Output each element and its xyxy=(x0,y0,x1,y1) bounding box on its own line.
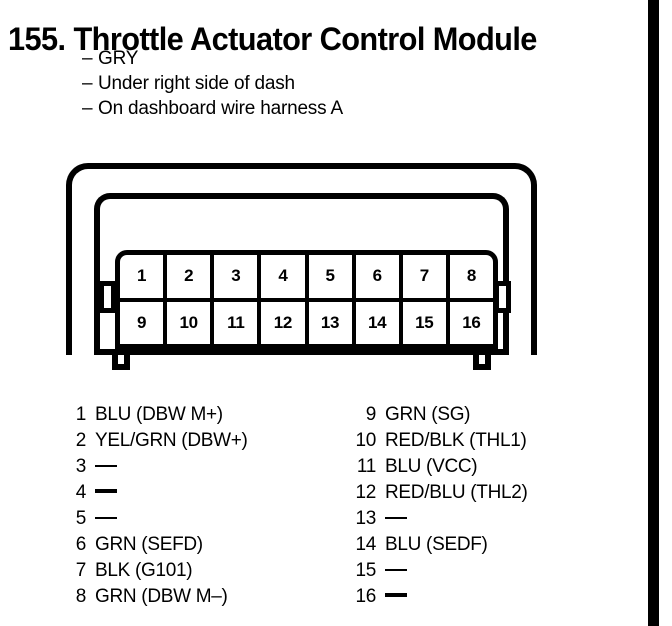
pin-cell-5: 5 xyxy=(309,255,356,298)
pin-number: 12 xyxy=(355,482,376,503)
pin-number: 1 xyxy=(75,404,87,425)
pin-cell-16: 16 xyxy=(462,312,481,332)
connector-notch-left xyxy=(112,349,130,370)
description-bullet: –Under right side of dash xyxy=(82,71,522,96)
pin-description: BLU (VCC) xyxy=(385,456,478,477)
pin-assignment-column-left: 1 BLU (DBW M+) 2 YEL/GRN (DBW+) 3 4 5 6 GRN (SEF… xyxy=(62,402,352,610)
connector-latch-tab-right xyxy=(494,281,511,313)
pin-cell-2: 2 xyxy=(167,255,215,298)
pin-cell-10: 10 xyxy=(167,301,215,344)
pin-description xyxy=(95,465,117,467)
description-bullet-text: Under right side of dash xyxy=(98,73,295,94)
pin-description: RED/BLK (THL1) xyxy=(385,430,527,451)
pin-description xyxy=(95,517,117,519)
connector-outer-shell xyxy=(66,163,537,355)
connector-inner-shell-foot xyxy=(94,349,509,355)
page-edge-artifact xyxy=(648,0,659,626)
pin-cell-15: 15 xyxy=(403,301,450,344)
pin-number: 14 xyxy=(355,534,376,555)
pin-cell-9: 9 xyxy=(120,301,168,344)
pin-number: 13 xyxy=(355,508,376,529)
pin-number: 3 xyxy=(75,456,87,477)
connector-latch-tab-left xyxy=(99,281,116,313)
pin-description: YEL/GRN (DBW+) xyxy=(95,430,248,451)
pin-cell-1: 1 xyxy=(120,255,168,298)
pin-number: 9 xyxy=(365,404,377,425)
pin-number: 15 xyxy=(355,560,376,581)
pin-assignment-row: 10 RED/BLK (THL1) xyxy=(352,428,642,454)
pin-description: GRN (SEFD) xyxy=(95,534,203,555)
description-bullet: –GRY xyxy=(82,46,522,71)
pin-assignment-row: 8 GRN (DBW M–) xyxy=(62,584,352,610)
pin-assignment-row: 14 BLU (SEDF) xyxy=(352,532,642,558)
pin-description: GRN (DBW M–) xyxy=(95,586,228,607)
pin-assignment-column-right: 9 GRN (SG) 10 RED/BLK (THL1) 11 BLU (VCC) 12 RE… xyxy=(352,402,642,610)
description-bullet-text: GRY xyxy=(98,48,139,69)
pin-description: BLU (DBW M+) xyxy=(95,404,223,425)
pin-number: 6 xyxy=(75,534,87,555)
pin-cell-13: 13 xyxy=(309,301,356,344)
pin-number: 16 xyxy=(355,586,376,607)
pin-cell-8: 8 xyxy=(466,266,477,286)
pin-cell-11: 11 xyxy=(214,301,262,344)
pin-number: 10 xyxy=(355,430,376,451)
pin-description: BLK (G101) xyxy=(95,560,193,581)
pin-cell-6: 6 xyxy=(356,255,403,298)
pin-assignment-row: 16 xyxy=(352,584,642,610)
pin-cell-7: 7 xyxy=(403,255,450,298)
pin-assignment-row: 11 BLU (VCC) xyxy=(352,454,642,480)
pin-assignment-row: 9 GRN (SG) xyxy=(352,402,642,428)
pin-description: RED/BLU (THL2) xyxy=(385,482,528,503)
pin-number: 11 xyxy=(356,456,376,477)
pin-assignment-row: 6 GRN (SEFD) xyxy=(62,532,352,558)
pin-assignment-row: 15 xyxy=(352,558,642,584)
pin-description xyxy=(385,517,407,519)
pin-assignment-row: 1 BLU (DBW M+) xyxy=(62,402,352,428)
pin-number: 4 xyxy=(75,482,87,503)
description-bullet: –On dashboard wire harness A xyxy=(82,96,522,121)
connector-inner-shell xyxy=(94,193,509,355)
pin-cell-3: 3 xyxy=(214,255,262,298)
pin-assignment-row: 3 xyxy=(62,454,352,480)
pin-number: 2 xyxy=(75,430,87,451)
bullet-dash-icon: – xyxy=(82,73,93,94)
pin-number: 8 xyxy=(75,586,87,607)
description-bullet-text: On dashboard wire harness A xyxy=(98,98,343,119)
pin-description xyxy=(385,569,407,571)
connector-description-list: –GRY–Under right side of dash–On dashboa… xyxy=(82,46,522,121)
pin-cell-14: 14 xyxy=(356,301,403,344)
pin-number: 7 xyxy=(75,560,87,581)
pin-number: 5 xyxy=(75,508,87,529)
pin-assignment-row: 5 xyxy=(62,506,352,532)
page-title: 155. Throttle Actuator Control Module xyxy=(8,21,537,58)
pin-assignment-row: 2 YEL/GRN (DBW+) xyxy=(62,428,352,454)
bullet-dash-icon: – xyxy=(82,48,93,69)
pin-description xyxy=(95,489,117,493)
pin-cell-12: 12 xyxy=(261,301,309,344)
pin-assignment-row: 12 RED/BLU (THL2) xyxy=(352,480,642,506)
bullet-dash-icon: – xyxy=(82,98,93,119)
pin-description: BLU (SEDF) xyxy=(385,534,488,555)
pin-cell-4: 4 xyxy=(261,255,309,298)
connector-notch-right xyxy=(473,349,491,370)
pin-description xyxy=(385,593,407,597)
pin-assignment-row: 7 BLK (G101) xyxy=(62,558,352,584)
pin-assignment-row: 13 xyxy=(352,506,642,532)
pin-assignment-row: 4 xyxy=(62,480,352,506)
pin-description: GRN (SG) xyxy=(385,404,471,425)
